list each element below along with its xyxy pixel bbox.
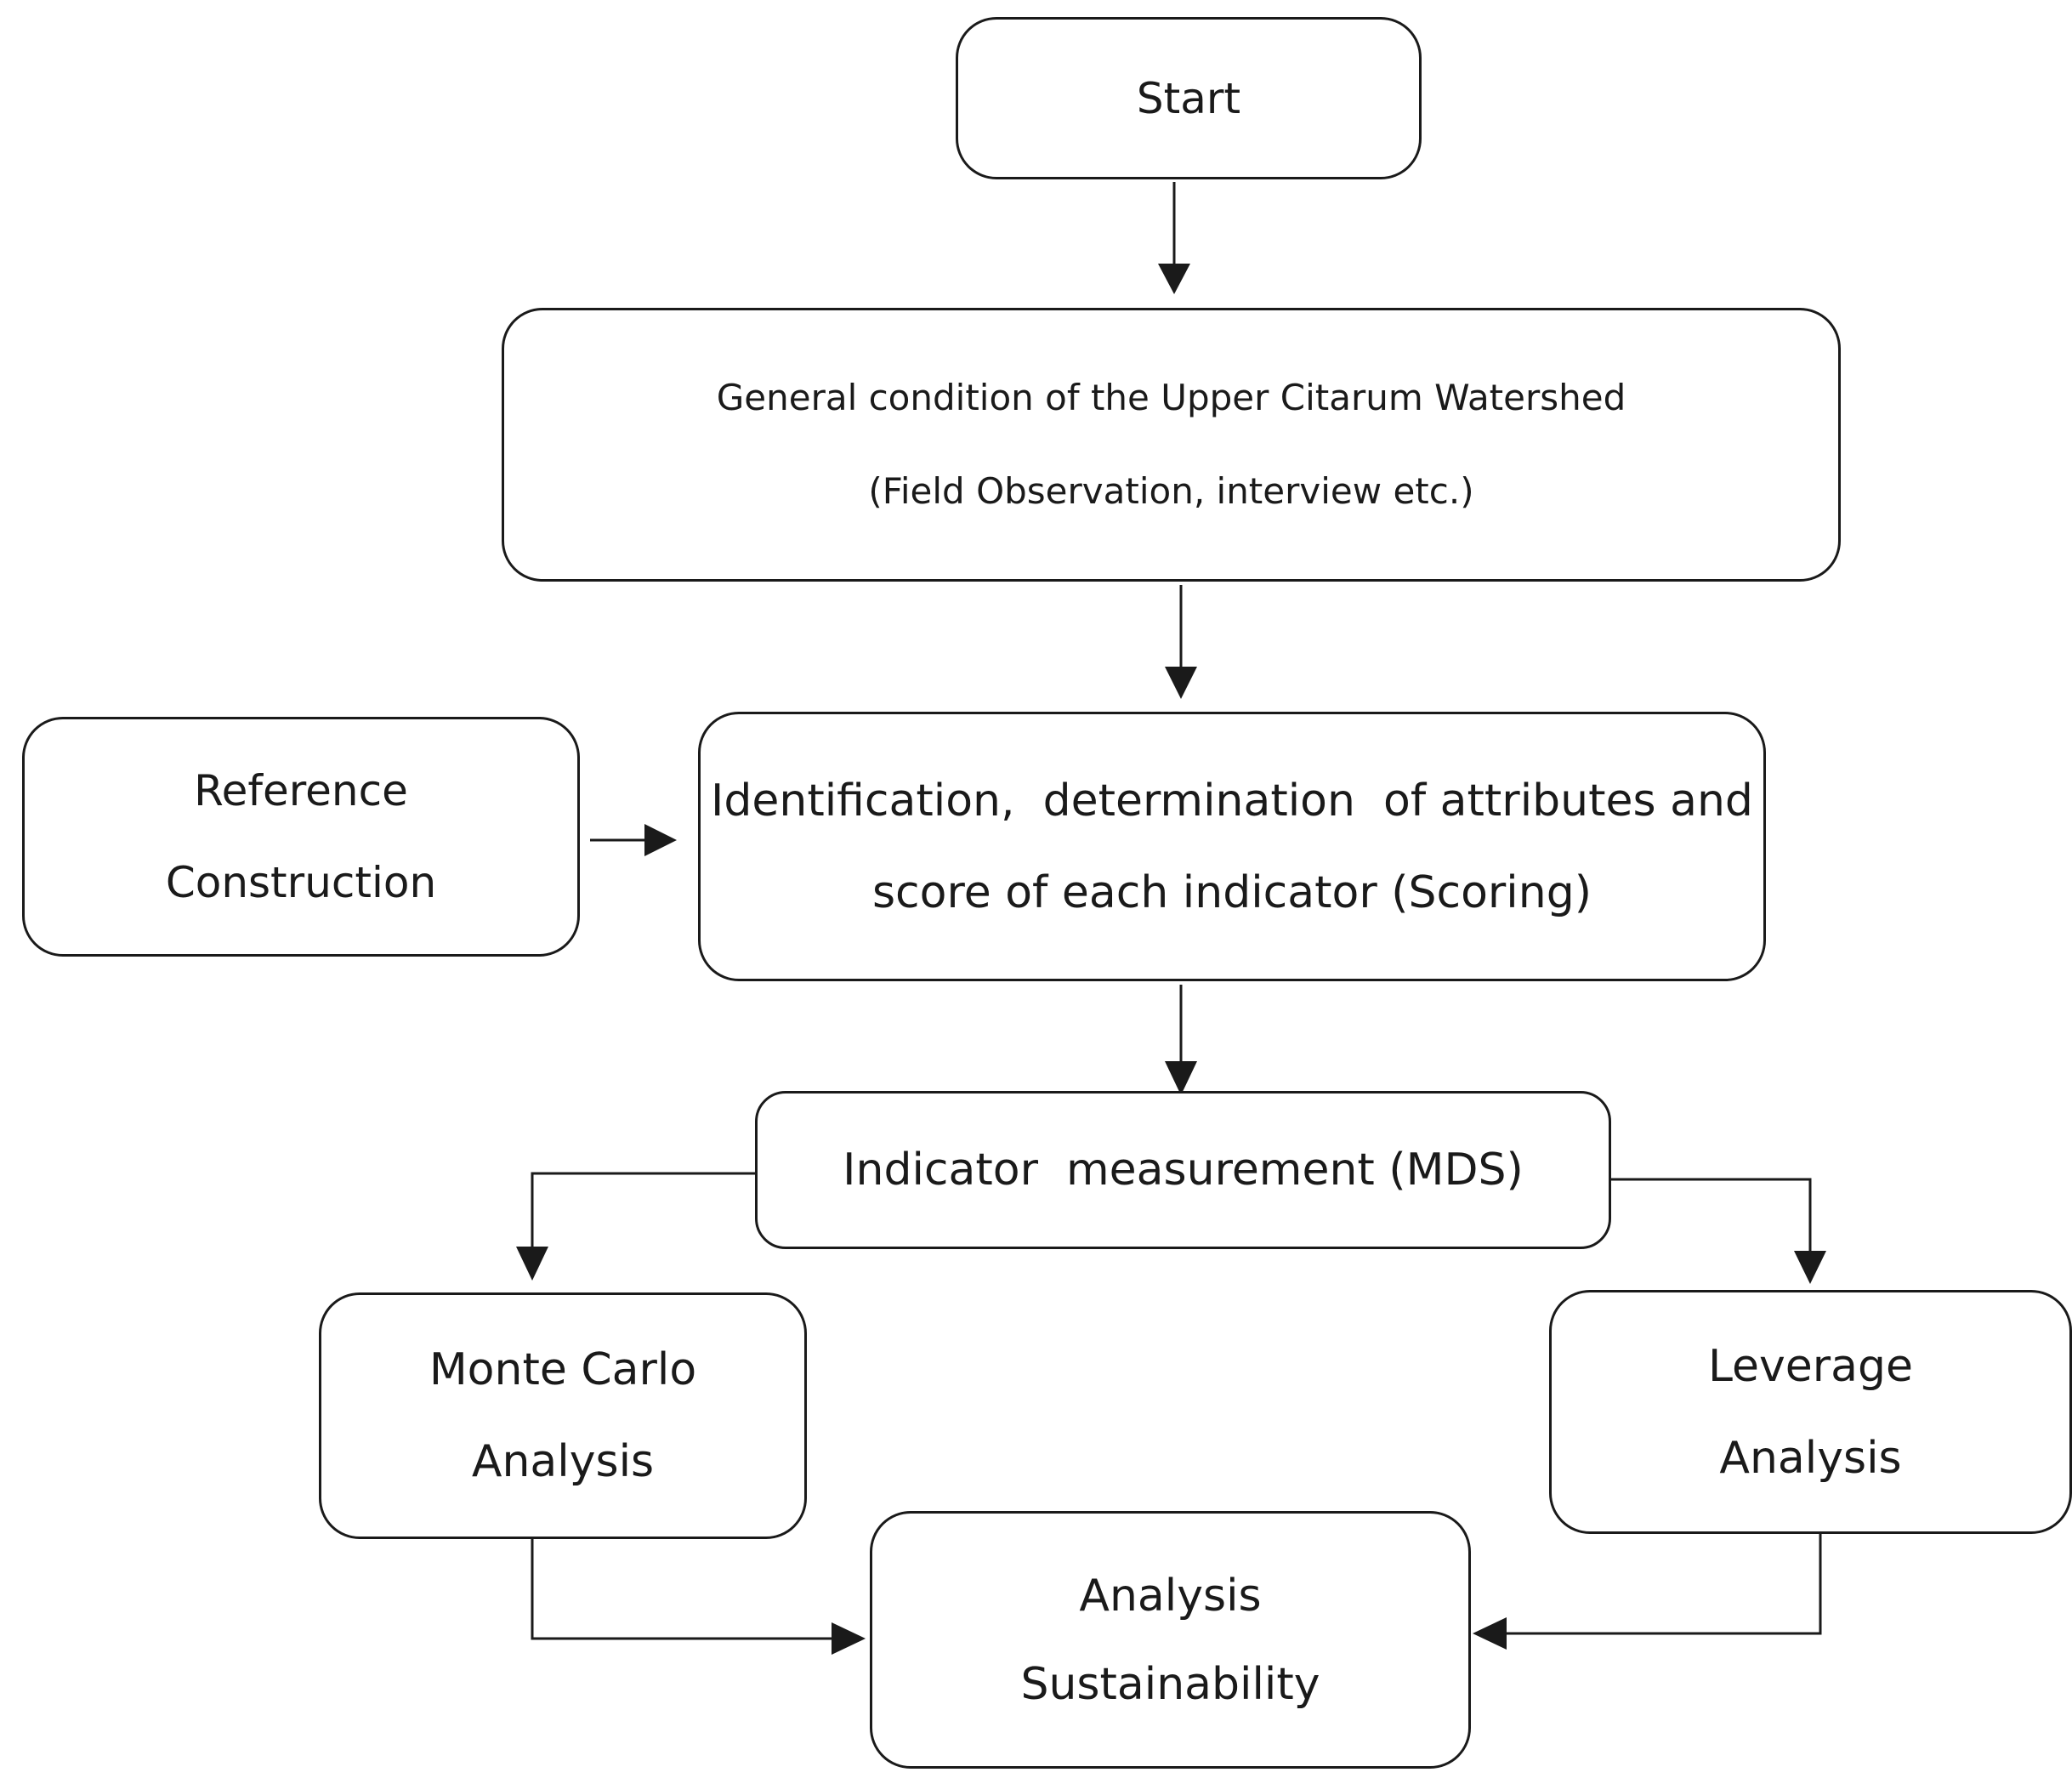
sustainability-line-2: Sustainability [1020, 1658, 1320, 1710]
arrowhead-sustainability-left [832, 1622, 866, 1655]
reference-construction-node: Reference Construction [22, 717, 580, 957]
arrowhead-monte-carlo [516, 1247, 548, 1281]
leverage-line-2: Analysis [1719, 1432, 1902, 1484]
general-condition-node: General condition of the Upper Citarum W… [502, 308, 1841, 582]
edge-monte-carlo-to-sustainability [531, 1539, 833, 1640]
leverage-analysis-node: Leverage Analysis [1549, 1290, 2072, 1534]
arrowhead-identification-left [644, 824, 677, 856]
edge-mds-to-leverage [1611, 1178, 1812, 1253]
leverage-line-1: Leverage [1707, 1340, 1914, 1392]
identification-node: Identification, determination of attribu… [698, 712, 1766, 981]
general-condition-line-1: General condition of the Upper Citarum W… [716, 377, 1626, 418]
start-label: Start [1136, 73, 1241, 123]
reference-line-1: Reference [194, 766, 408, 815]
identification-line-1: Identification, determination of attribu… [711, 775, 1753, 827]
arrowhead-leverage [1794, 1251, 1826, 1284]
monte-carlo-line-2: Analysis [471, 1436, 655, 1487]
indicator-measurement-node: Indicator measurement (MDS) [755, 1091, 1611, 1249]
arrowhead-identification-top [1165, 667, 1197, 699]
start-node: Start [956, 17, 1422, 179]
monte-carlo-node: Monte Carlo Analysis [319, 1292, 807, 1539]
general-condition-line-2: (Field Observation, interview etc.) [868, 470, 1474, 512]
monte-carlo-line-1: Monte Carlo [429, 1344, 697, 1395]
arrowhead-general [1158, 264, 1190, 294]
edge-mds-to-monte-carlo [531, 1172, 755, 1248]
mds-label: Indicator measurement (MDS) [843, 1145, 1524, 1196]
identification-line-2: score of each indicator (Scoring) [871, 866, 1592, 918]
reference-line-2: Construction [165, 858, 437, 907]
edge-leverage-to-sustainability [1505, 1534, 1822, 1635]
arrowhead-sustainability-right [1473, 1617, 1507, 1650]
arrowhead-mds [1165, 1061, 1197, 1095]
sustainability-analysis-node: Analysis Sustainability [870, 1511, 1471, 1769]
sustainability-line-1: Analysis [1079, 1570, 1262, 1622]
